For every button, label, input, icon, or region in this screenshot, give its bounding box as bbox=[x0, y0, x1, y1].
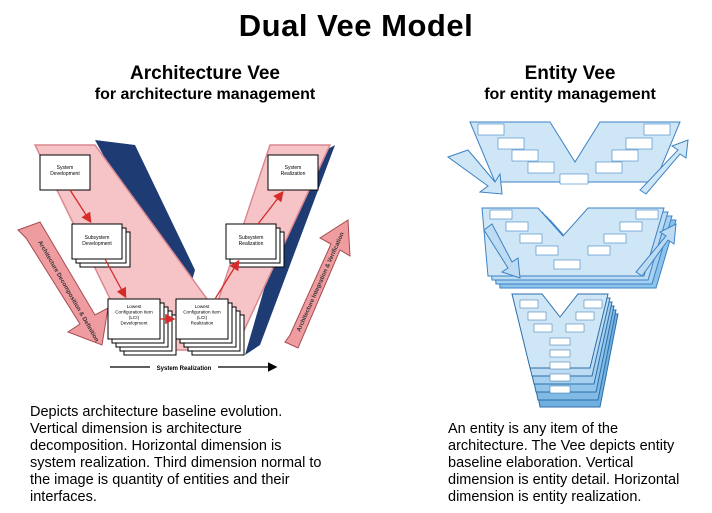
entity-vee-description: An entity is any item of the architectur… bbox=[448, 421, 710, 506]
box-label-line: System bbox=[285, 165, 302, 171]
subsystem-development-box bbox=[71, 223, 123, 260]
description-line: Vertical dimension is architecture bbox=[30, 421, 242, 437]
entity-vee-bottom bbox=[511, 293, 619, 408]
description-line: baseline elaboration. Vertical bbox=[448, 455, 634, 471]
flow-arrow-4 bbox=[214, 259, 240, 300]
entity-vee-top bbox=[446, 121, 689, 195]
box-label-line: Realization bbox=[191, 321, 214, 326]
box-label-line: (LCI) bbox=[129, 315, 140, 320]
system-realization-box bbox=[267, 154, 319, 191]
box-label-line: Configuration Item bbox=[183, 310, 221, 315]
architecture-vee-heading: Architecture Vee bbox=[130, 63, 280, 84]
axis-label-background bbox=[150, 362, 218, 372]
flow-arrow-5 bbox=[257, 190, 284, 225]
architecture-vee-description: Depicts architecture baseline evolution.… bbox=[30, 404, 410, 506]
integration-arrow-label: Architecture Integration & Verification bbox=[296, 231, 346, 332]
description-line: decomposition. Horizontal dimension is bbox=[30, 438, 282, 454]
box-label-line: Realization bbox=[239, 241, 264, 247]
box-label-line: Development bbox=[82, 241, 112, 247]
box-label-line: Subsystem bbox=[239, 235, 264, 241]
description-line: system realization. Third dimension norm… bbox=[30, 455, 322, 471]
box-label-line: Subsystem bbox=[85, 235, 110, 241]
system-realization-axis-label: System Realization bbox=[157, 366, 212, 372]
box-label-line: Lowest bbox=[195, 304, 210, 309]
flow-arrow-1 bbox=[69, 189, 92, 224]
right-depth-strip bbox=[245, 145, 335, 355]
entity-vee-middle bbox=[481, 207, 677, 289]
box-label-line: Development bbox=[120, 321, 148, 326]
description-line: interfaces. bbox=[30, 489, 97, 505]
architecture-vee-diagram: Architecture Decomposition & Definition … bbox=[17, 140, 351, 372]
page-title: Dual Vee Model bbox=[238, 8, 474, 43]
box-label-line: (LCI) bbox=[197, 315, 208, 320]
entity-vee-heading: Entity Vee bbox=[524, 63, 616, 84]
description-line: the image is quantity of entities and th… bbox=[30, 472, 290, 488]
decomposition-arrow bbox=[17, 221, 109, 346]
description-line: An entity is any item of the bbox=[448, 421, 619, 437]
lci-development-box bbox=[107, 298, 161, 340]
architecture-vee-subheading: for architecture management bbox=[94, 86, 316, 103]
box-label-line: Lowest bbox=[127, 304, 142, 309]
entity-vee-diagram bbox=[446, 121, 689, 408]
box-label-line: Development bbox=[50, 171, 80, 177]
box-label-line: System bbox=[57, 165, 74, 171]
entity-vee-subheading: for entity management bbox=[484, 86, 656, 103]
flow-arrow-2 bbox=[104, 258, 127, 299]
description-line: Depicts architecture baseline evolution. bbox=[30, 404, 283, 420]
integration-arrow bbox=[284, 219, 351, 349]
subsystem-realization-box bbox=[225, 223, 277, 260]
description-line: dimension is entity detail. Horizontal bbox=[448, 472, 680, 488]
description-line: architecture. The Vee depicts entity bbox=[448, 438, 675, 454]
lci-realization-box bbox=[175, 298, 229, 340]
box-label-line: Configuration Item bbox=[115, 310, 153, 315]
description-line: dimension is entity realization. bbox=[448, 489, 642, 505]
system-development-box bbox=[39, 154, 91, 191]
box-label-line: Realization bbox=[281, 171, 306, 177]
